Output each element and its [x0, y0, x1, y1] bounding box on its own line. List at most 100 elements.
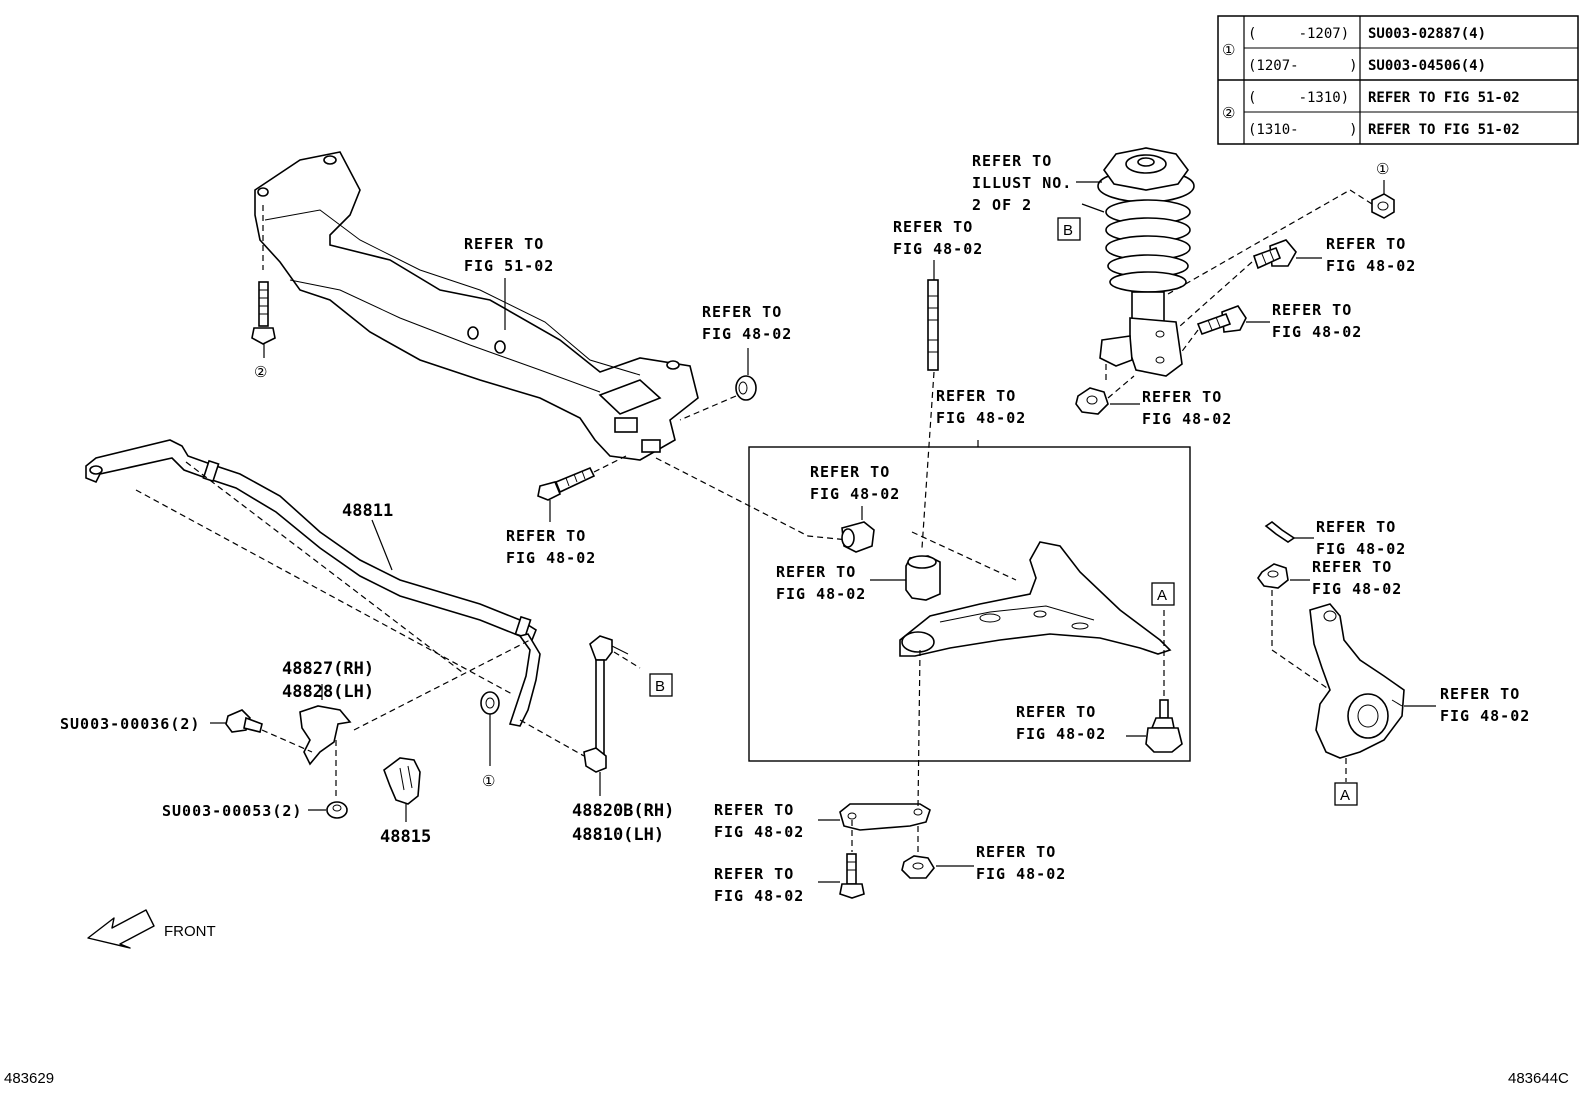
stabilizer-nut	[480, 691, 500, 766]
crossmember-bolt	[251, 205, 276, 358]
box-marker-a-label: A	[1340, 787, 1350, 804]
footer-right-code: 483644C	[1508, 1070, 1569, 1087]
refer-to-label: REFER TO	[936, 387, 1016, 405]
strut-lower-nut	[1075, 362, 1140, 415]
table-marker-2: ②	[1222, 105, 1235, 122]
lower-arm-group-frame	[748, 446, 1191, 762]
strut-upper-bolt	[1179, 239, 1322, 327]
table-part: SU003-02887(4)	[1368, 26, 1486, 42]
fig-51-02-label: FIG 51-02	[464, 257, 554, 275]
box-marker-b: B	[1057, 217, 1081, 241]
lower-control-arm	[899, 531, 1172, 657]
refer-to-label: REFER TO	[972, 152, 1052, 170]
cotter-pin	[1264, 521, 1314, 543]
bracket-nut	[308, 801, 348, 819]
refer-to-label: REFER TO	[714, 865, 794, 883]
front-label: FRONT	[164, 923, 216, 940]
illust-page-label: 2 OF 2	[972, 196, 1032, 214]
steering-knuckle	[1309, 603, 1436, 782]
refer-to-label: REFER TO	[506, 527, 586, 545]
box-marker-a: A	[1151, 582, 1175, 606]
circle-marker-1: ①	[1376, 161, 1389, 178]
refer-to-label: REFER TO	[1016, 703, 1096, 721]
table-part: SU003-04506(4)	[1368, 58, 1486, 74]
circle-marker-1: ①	[482, 773, 495, 790]
table-part: REFER TO FIG 51-02	[1368, 90, 1520, 106]
part-number-link-rh: 48820B(RH)	[572, 801, 674, 821]
table-part: REFER TO FIG 51-02	[1368, 122, 1520, 138]
knuckle-nut	[1257, 563, 1331, 691]
stabilizer-link	[519, 635, 641, 796]
fig-48-02-label: FIG 48-02	[714, 823, 804, 841]
refer-to-label: REFER TO	[776, 563, 856, 581]
refer-to-label: REFER TO	[893, 218, 973, 236]
refer-to-label: REFER TO	[1326, 235, 1406, 253]
arm-lower-bracket	[818, 649, 931, 831]
part-number-stabilizer-bar: 48811	[342, 501, 393, 521]
box-marker-b-label: B	[1063, 222, 1073, 239]
refer-to-label: REFER TO	[1440, 685, 1520, 703]
fig-48-02-label: FIG 48-02	[702, 325, 792, 343]
refer-to-label: REFER TO	[714, 801, 794, 819]
fig-48-02-label: FIG 48-02	[506, 549, 596, 567]
circle-marker-2: ②	[254, 364, 267, 381]
part-number-link-lh: 48810(LH)	[572, 825, 664, 845]
crossmember-nut	[679, 348, 757, 421]
stabilizer-bar	[85, 439, 541, 731]
arm-lower-nut	[901, 826, 974, 879]
part-number-bushing: 48815	[380, 827, 431, 847]
fig-48-02-label: FIG 48-02	[1016, 725, 1106, 743]
crossmember-lower-bolt	[537, 455, 627, 522]
part-number-bracket-lh: 48828(LH)	[282, 682, 374, 702]
stabilizer-bracket	[299, 684, 352, 798]
refer-to-label: REFER TO	[810, 463, 890, 481]
applicability-table: ① ② ( -1207) (1207- ) ( -1310) (1310- ) …	[1217, 15, 1579, 145]
box-marker-a: A	[1334, 782, 1358, 806]
front-direction-arrow-icon	[87, 909, 155, 949]
fig-48-02-label: FIG 48-02	[1440, 707, 1530, 725]
table-range: ( -1207)	[1248, 26, 1349, 42]
box-marker-b-label: B	[655, 678, 665, 695]
table-range: ( -1310)	[1248, 90, 1349, 106]
fig-48-02-label: FIG 48-02	[776, 585, 866, 603]
fig-48-02-label: FIG 48-02	[810, 485, 900, 503]
illust-no-label: ILLUST NO.	[972, 174, 1072, 192]
box-marker-a-label: A	[1157, 587, 1167, 604]
fig-48-02-label: FIG 48-02	[1312, 580, 1402, 598]
strut-lower-bolt	[1179, 305, 1270, 355]
front-crossmember	[254, 151, 699, 461]
footer-left-code: 483629	[4, 1070, 54, 1087]
refer-to-label: REFER TO	[1142, 388, 1222, 406]
arm-rear-bushing	[870, 555, 941, 601]
strut-upper-nut	[1167, 180, 1395, 295]
stabilizer-bushing	[383, 757, 421, 822]
refer-to-label: REFER TO	[1312, 558, 1392, 576]
arm-stud	[921, 260, 939, 549]
part-number-bolt-36: SU003-00036(2)	[60, 715, 200, 733]
fig-48-02-label: FIG 48-02	[1272, 323, 1362, 341]
refer-to-label: REFER TO	[702, 303, 782, 321]
fig-48-02-label: FIG 48-02	[714, 887, 804, 905]
fig-48-02-label: FIG 48-02	[1142, 410, 1232, 428]
bracket-bolt	[210, 709, 313, 753]
table-marker-1: ①	[1222, 42, 1235, 59]
refer-to-label: REFER TO	[976, 843, 1056, 861]
box-marker-b: B	[649, 673, 673, 697]
refer-to-label: REFER TO	[464, 235, 544, 253]
ball-joint	[1126, 610, 1183, 753]
fig-48-02-label: FIG 48-02	[1326, 257, 1416, 275]
fig-48-02-label: FIG 48-02	[1316, 540, 1406, 558]
refer-to-label: REFER TO	[1316, 518, 1396, 536]
strut-assembly	[1081, 147, 1195, 377]
part-number-bracket-rh: 48827(RH)	[282, 659, 374, 679]
fig-48-02-label: FIG 48-02	[893, 240, 983, 258]
part-number-nut-53: SU003-00053(2)	[162, 802, 302, 820]
arm-lower-bolt	[818, 820, 865, 899]
table-range: (1207- )	[1248, 58, 1358, 74]
table-range: (1310- )	[1248, 122, 1358, 138]
fig-48-02-label: FIG 48-02	[936, 409, 1026, 427]
refer-to-label: REFER TO	[1272, 301, 1352, 319]
fig-48-02-label: FIG 48-02	[976, 865, 1066, 883]
arm-front-bushing	[841, 506, 875, 553]
